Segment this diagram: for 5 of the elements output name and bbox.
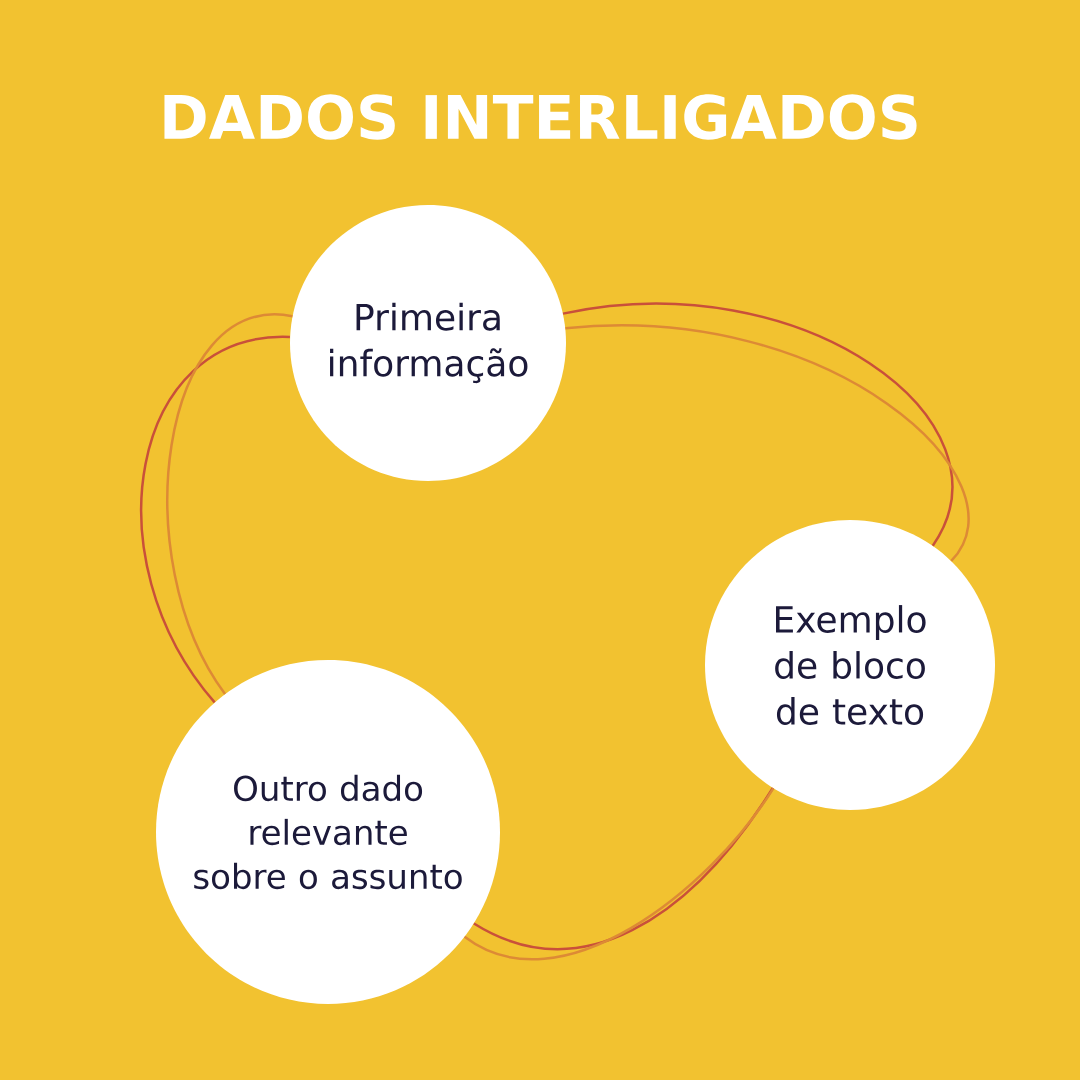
curved-line xyxy=(140,335,291,704)
curved-line xyxy=(166,314,293,695)
curved-line xyxy=(565,324,970,562)
curved-line xyxy=(562,302,954,547)
title: DADOS INTERLIGADOS xyxy=(164,94,917,140)
